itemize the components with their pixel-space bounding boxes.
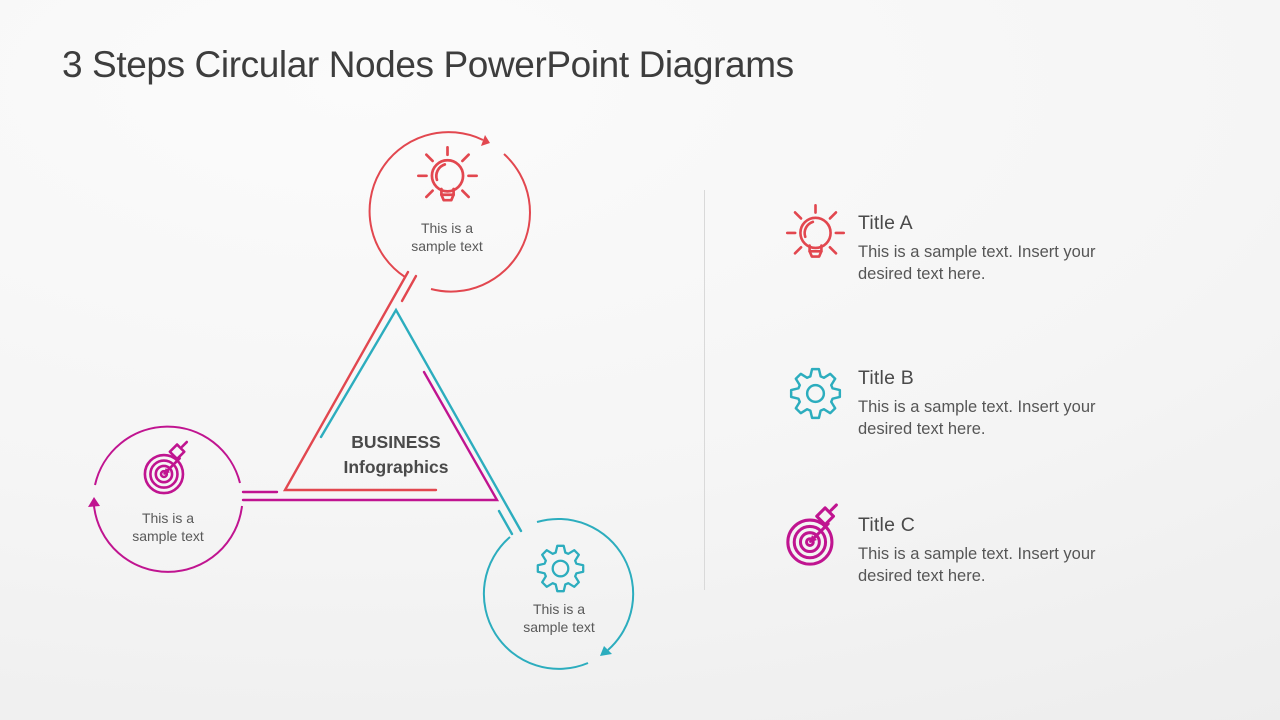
legend-item-a-icon [784,204,847,267]
legend-item-b: Title B This is a sample text. Insert yo… [858,367,1098,440]
lightbulb-icon [417,146,478,202]
target-icon [788,505,837,564]
legend-item-a-title: Title A [858,212,913,234]
legend-item-a: Title A This is a sample text. Insert yo… [858,212,1098,285]
node-top-label: This is a sample text [411,220,483,254]
center-label-line2: Infographics [343,457,449,477]
triangle-teal-side [319,307,523,533]
divider-line [704,190,705,590]
legend-item-c-icon [781,498,854,571]
legend-item-b-icon [786,364,845,423]
node-right-arrow-icon [600,646,612,656]
node-top-circle [368,131,531,303]
node-top-arrow-icon [481,135,490,146]
lightbulb-icon [787,205,843,256]
slide-title: 3 Steps Circular Nodes PowerPoint Diagra… [62,44,794,85]
legend-item-b-description: This is a sample text. Insert your desir… [858,398,1096,438]
triangle-center-label: BUSINESS Infographics [306,430,486,480]
legend-item-b-title: Title B [858,367,914,389]
node-right-circle [482,509,635,670]
legend-item-c-title: Title C [858,514,916,536]
center-label-line1: BUSINESS [351,432,441,452]
legend-item-c-description: This is a sample text. Insert your desir… [858,545,1096,585]
connector-right-stub [497,509,514,536]
triangle-red-side [282,270,438,492]
connector-top-stub [400,274,418,303]
node-left-arrow-icon [88,497,100,507]
triangle [241,270,523,533]
legend-item-a-description: This is a sample text. Insert your desir… [858,243,1096,283]
gear-icon [791,369,840,418]
legend-item-c: Title C This is a sample text. Insert yo… [858,514,1098,587]
triangle-magenta-side [241,370,500,502]
node-left-circle [88,425,279,573]
node-left-label: This is a sample text [132,510,204,544]
gear-icon [536,544,585,593]
target-icon [143,440,189,495]
node-right-label: This is a sample text [523,601,595,635]
